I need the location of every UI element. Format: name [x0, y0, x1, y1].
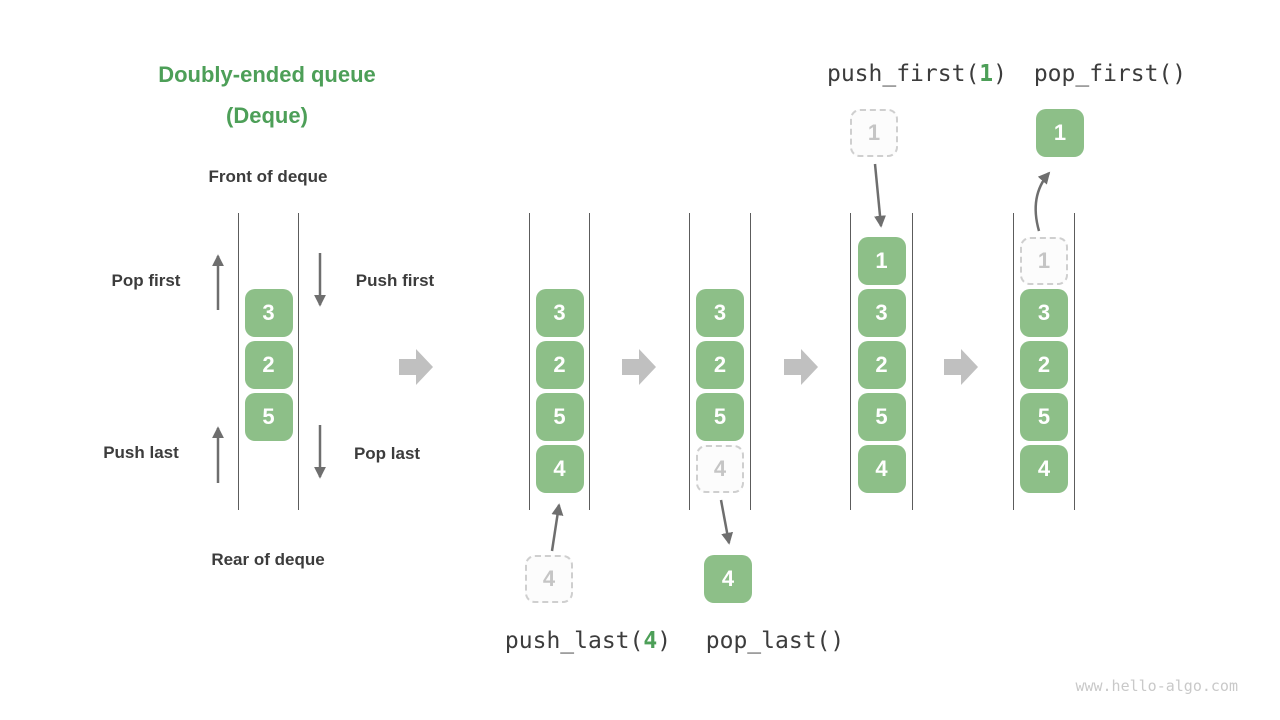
right-block-arrow-icon [944, 349, 978, 385]
diagram-title-line1: Doubly-ended queue [158, 62, 376, 87]
rear-of-deque-label: Rear of deque [211, 550, 325, 569]
queue-cell-2: 2 [857, 341, 906, 389]
popped-value-box: 4 [704, 555, 752, 603]
op-text: pop_last() [705, 628, 845, 654]
queue-cell-3: 3 [857, 289, 906, 337]
diagram-title-line2: (Deque) [226, 103, 308, 128]
incoming-value-box: 1 [850, 109, 898, 157]
push-last-label: Push last [103, 443, 179, 462]
pop-last-operation-label: pop_last() [706, 628, 844, 654]
diagram-title: Doubly-ended queue (Deque) [158, 54, 376, 136]
right-block-arrow-icon [784, 349, 818, 385]
op-arg: 4 [643, 628, 658, 654]
queue-cell-2: 2 [696, 341, 744, 389]
right-block-arrow-icon [622, 349, 656, 385]
op-text: ) [993, 61, 1008, 87]
queue-cell-5: 5 [535, 393, 584, 441]
queue-cell-4: 4 [1020, 445, 1068, 493]
op-text: ) [657, 628, 672, 654]
queue-cell-5: 5 [1020, 393, 1068, 441]
pop-first-label: Pop first [111, 271, 181, 290]
right-block-arrow-icon [399, 349, 433, 385]
queue-cell-4-removed: 4 [696, 445, 744, 493]
incoming-value-box: 4 [525, 555, 573, 603]
queue-cell-5: 5 [696, 393, 744, 441]
deque-stage-push-first: 1 3 2 5 4 [850, 213, 913, 510]
push-last-insert-arrow-icon [550, 503, 564, 552]
queue-cell-5: 5 [244, 393, 293, 441]
pop-last-label: Pop last [353, 444, 421, 463]
pop-first-operation-label: pop_first() [1034, 61, 1186, 87]
queue-cell-3: 3 [1020, 289, 1068, 337]
op-text: push_last( [504, 628, 644, 654]
queue-cell-3: 3 [244, 289, 293, 337]
queue-cell-3: 3 [535, 289, 584, 337]
deque-stage-push-last: 3 2 5 4 [529, 213, 590, 510]
queue-cell-2: 2 [244, 341, 293, 389]
queue-cell-4: 4 [857, 445, 906, 493]
op-text: pop_first() [1033, 61, 1187, 87]
queue-cell-1-removed: 1 [1020, 237, 1068, 285]
queue-cell-2: 2 [535, 341, 584, 389]
push-first-label: Push first [355, 271, 435, 290]
push-first-operation-label: push_first(1) [827, 61, 1007, 87]
watermark: www.hello-algo.com [1075, 677, 1238, 695]
queue-cell-1: 1 [857, 237, 906, 285]
front-of-deque-label: Front of deque [208, 167, 328, 186]
op-text: push_first( [826, 61, 980, 87]
queue-cell-5: 5 [857, 393, 906, 441]
push-last-operation-label: push_last(4) [505, 628, 671, 654]
queue-cell-3: 3 [696, 289, 744, 337]
queue-cell-4: 4 [535, 445, 584, 493]
op-arg: 1 [979, 61, 994, 87]
queue-cell-2: 2 [1020, 341, 1068, 389]
deque-initial: 3 2 5 [238, 213, 299, 510]
deque-stage-pop-first: 1 3 2 5 4 [1013, 213, 1075, 510]
deque-stage-pop-last: 3 2 5 4 [689, 213, 751, 510]
popped-value-box: 1 [1036, 109, 1084, 157]
